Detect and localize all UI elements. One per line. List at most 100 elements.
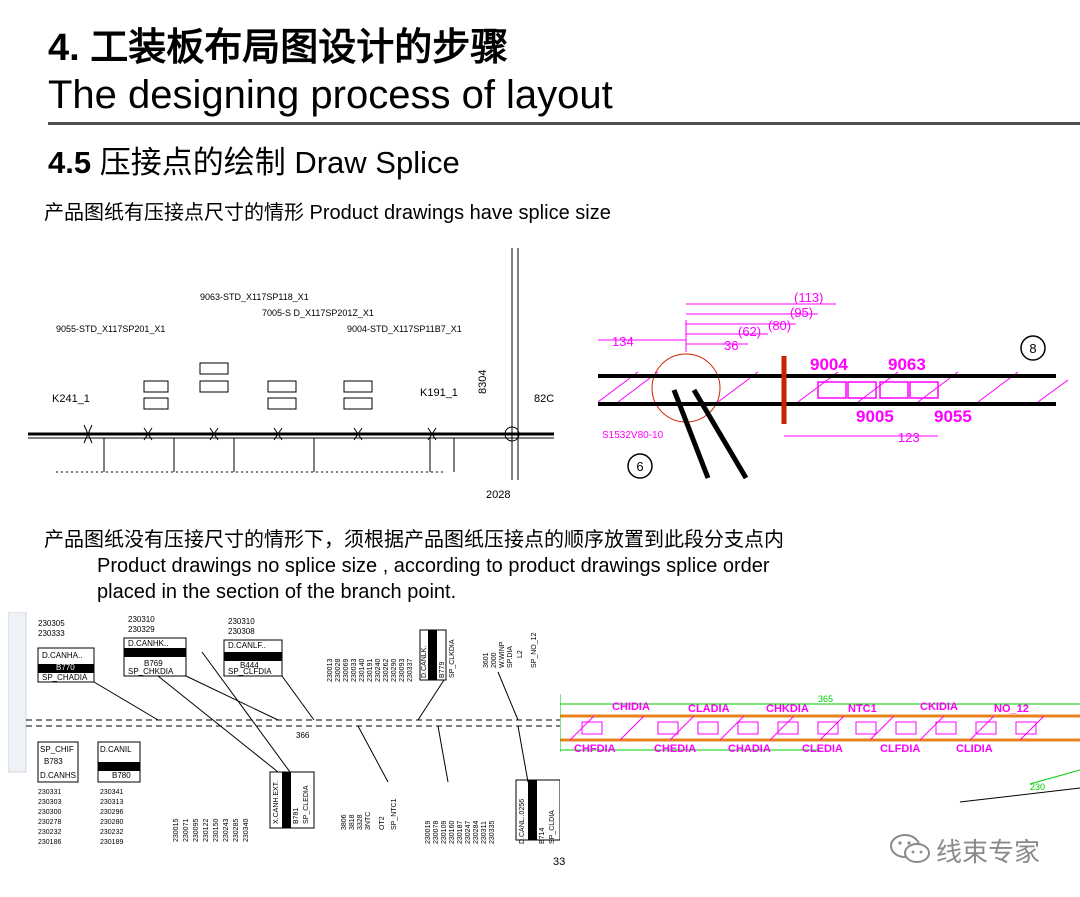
d3-mini-6: SP.DIA: [507, 646, 514, 668]
d3-canl: D.CANL..0256: [519, 799, 526, 844]
branch-splice-order-drawing: CHIDIA CLADIA CHKDIA NTC1 CKIDIA NO_12 C…: [560, 694, 1080, 803]
splice-top-chidia: CHIDIA: [612, 701, 650, 713]
d3-bn-b3: 230296: [100, 809, 123, 816]
d3-bottom-c3: 230095: [193, 819, 200, 842]
d3-bottom-c4: 230122: [203, 819, 210, 842]
dim-95: (95): [790, 305, 813, 320]
splice-top-ckidia: CKIDIA: [920, 701, 958, 713]
d3-vert-5: 230140: [359, 659, 366, 682]
d3-sp-cledia: SP_CLEDIA: [303, 785, 310, 824]
d3-last-6: 230247: [465, 821, 472, 844]
d3-vert-10: 230093: [399, 659, 406, 682]
dim-113: (113): [794, 290, 823, 305]
d3-num-c2: 230308: [228, 627, 255, 636]
splice-label-9004: 9004: [810, 355, 848, 374]
d3-box1-name: D.CANHA..: [42, 651, 82, 660]
drawing1-label-7005: 7005-S D_X117SP201Z_X1: [262, 308, 374, 318]
watermark-text: 线束专家: [936, 838, 1041, 868]
section-heading-text: 压接点的绘制 Draw Splice: [91, 145, 460, 180]
d3-box2-sp: SP_CHKDIA: [128, 667, 174, 676]
drawing1-label-9055: 9055-STD_X117SP201_X1: [56, 324, 165, 334]
d3-bottom-c5: 230150: [213, 819, 220, 842]
drawing1-label-k191: K191_1: [420, 387, 458, 399]
page-number: 33: [553, 856, 566, 868]
drawing1-label-k241: K241_1: [52, 393, 90, 405]
dim-134: 134: [612, 334, 634, 349]
d3-last-4: 230160: [449, 821, 456, 844]
d3-bn-a4: 230278: [38, 819, 61, 826]
case-without-size-caption-en-1: Product drawings no splice size , accord…: [97, 555, 770, 577]
splice-top-cladia: CLADIA: [688, 703, 730, 715]
d3-b779: B779: [439, 662, 446, 678]
d3-vert-9: 230290: [391, 659, 398, 682]
d3-bottom-c7: 230285: [233, 819, 240, 842]
splice-top-no12: NO_12: [994, 703, 1029, 715]
d3-last-7: 230284: [473, 821, 480, 844]
d3-box2-name: D.CANHK..: [128, 639, 168, 648]
splice-label-9055: 9055: [934, 407, 972, 426]
d3-vert-6: 230191: [367, 659, 374, 682]
d3-last-1: 230019: [425, 821, 432, 844]
d3-ntc-2: 3818: [349, 814, 356, 830]
d3-dim-366: 366: [296, 731, 310, 740]
d3-canhext: X.CANH.EXT.: [273, 781, 280, 824]
d3-num-a2: 230333: [38, 629, 65, 638]
dim-80: (80): [768, 318, 791, 333]
d3-bn-b5: 230232: [100, 829, 123, 836]
d3-vert-1: 230013: [327, 659, 334, 682]
d3-ntc-6: SP_NTC1: [391, 798, 398, 830]
callout-6: 6: [636, 459, 643, 474]
dim-123: 123: [898, 430, 920, 445]
d3-bottom-c1: 230015: [173, 819, 180, 842]
d3-bn-a1: 230331: [38, 789, 61, 796]
drawing1-label-2028: 2028: [486, 489, 510, 501]
slide-title-english: The designing process of layout: [48, 73, 613, 117]
d3-vert-3: 230069: [343, 659, 350, 682]
d3-box1-sp: SP_CHADIA: [42, 673, 88, 682]
callout-8: 8: [1029, 341, 1036, 356]
title-divider: [48, 122, 1080, 125]
splice-top-chkdia: CHKDIA: [766, 703, 809, 715]
d3-sp-clkdia: SP_CLKDIA: [449, 639, 456, 678]
d3-box4-name: D.CANIL: [100, 745, 132, 754]
d3-bn-a6: 230186: [38, 839, 61, 846]
d3-vert-2: 230028: [335, 659, 342, 682]
splice-bottom-chadia: CHADIA: [728, 743, 771, 755]
section-number: 4.5: [48, 145, 92, 180]
d3-mini-8: SP_NO_12: [531, 632, 538, 668]
d3-last-8: 230311: [481, 821, 488, 844]
d3-bottom-c2: 230071: [183, 819, 190, 842]
d3-box2-code: B769: [144, 659, 163, 668]
d3-bn-a3: 230300: [38, 809, 61, 816]
drawing1-label-8304: 8304: [477, 370, 489, 394]
splice-bottom-chfdia: CHFDIA: [574, 743, 616, 755]
splice-bottom-clidia: CLIDIA: [956, 743, 993, 755]
d3-canlk: D.CANLK.: [421, 646, 428, 678]
d3-box1-code: B770: [56, 663, 75, 672]
d3-box5-code: B783: [44, 757, 63, 766]
d3-bn-b1: 230341: [100, 789, 123, 796]
d3-box3-sp: SP_CLFDIA: [228, 667, 272, 676]
splice-label-9063: 9063: [888, 355, 926, 374]
d3-bn-a2: 230303: [38, 799, 61, 806]
d3-ntc-5: OT2: [379, 816, 386, 830]
d3-bottom-c8: 230340: [243, 819, 250, 842]
d3-mini-5: W.WINP: [499, 641, 506, 668]
case-with-size-cn: 产品图纸有压接点尺寸的情形: [44, 200, 304, 224]
d3-last-9: 230335: [489, 821, 496, 844]
d3-vert-11: 230337: [407, 659, 414, 682]
d3-box3-name: D.CANLF..: [228, 641, 266, 650]
d3-mini-1: 3601: [483, 652, 490, 668]
dim-62: (62): [738, 324, 761, 339]
layout-splice-placement-drawing: 230305 230333 D.CANHA.. B770 SP_CHADIA 2…: [8, 612, 560, 846]
d3-mini-2: 2000: [491, 652, 498, 668]
d3-b714: B714: [539, 828, 546, 844]
drawing1-label-9063: 9063-STD_X117SP118_X1: [200, 292, 309, 302]
d3-last-2: 230078: [433, 821, 440, 844]
splice-bottom-clfdia: CLFDIA: [880, 743, 920, 755]
d4-small-230: 230: [1030, 782, 1045, 792]
d3-box5-name: D.CANHS: [40, 771, 76, 780]
product-drawing-with-splice-size: 9063-STD_X117SP118_X1 7005-S D_X117SP201…: [28, 248, 554, 501]
case-with-size-en: Product drawings have splice size: [304, 202, 611, 224]
d3-ntc-1: 3806: [341, 814, 348, 830]
